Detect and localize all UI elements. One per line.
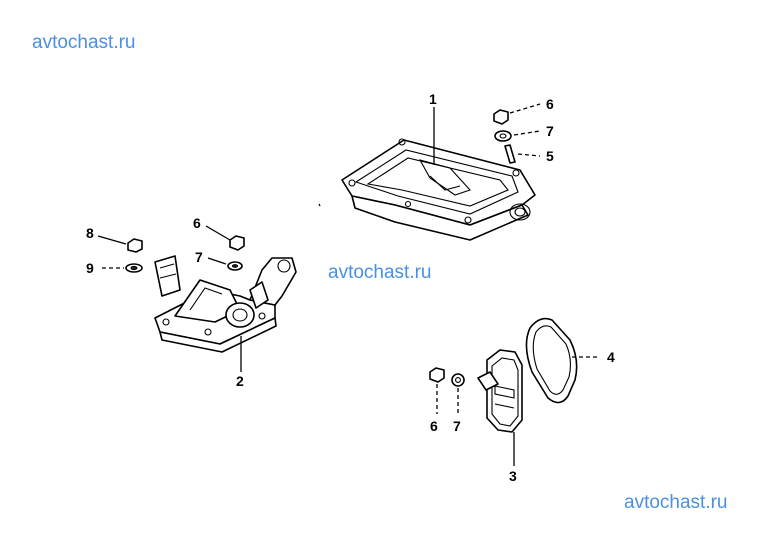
callout-7-middle: 7: [195, 249, 203, 265]
fastener-washer-7-middle: 7: [195, 249, 243, 271]
watermark-center: avtochast.ru: [328, 262, 432, 283]
callout-6-bottom: 6: [430, 418, 438, 434]
callout-7-top: 7: [546, 123, 554, 139]
fastener-washer-7-bottom: 7: [451, 373, 465, 434]
watermark-top-left: avtochast.ru: [32, 32, 136, 53]
part-1-cover: 1: [341, 91, 536, 241]
callout-9: 9: [86, 260, 94, 276]
callout-4: 4: [607, 349, 615, 365]
callout-5: 5: [546, 148, 554, 164]
part-2-bracket: 2: [154, 255, 297, 389]
callout-8: 8: [86, 225, 94, 241]
right-border: [756, 0, 773, 546]
callout-6-top: 6: [546, 96, 554, 112]
callout-7-bottom: 7: [453, 418, 461, 434]
fastener-nut-6-middle: 6: [193, 215, 245, 251]
fastener-washer-9: 9: [86, 260, 143, 276]
part-3-plate: 3: [477, 349, 523, 484]
callout-6-middle: 6: [193, 215, 201, 231]
callout-1: 1: [429, 91, 437, 107]
fastener-washer-7-top: 7: [494, 123, 554, 142]
stray-mark: [318, 203, 321, 207]
fastener-nut-6-top: 6: [493, 96, 554, 125]
fastener-stud-5: 5: [504, 144, 554, 164]
callout-3: 3: [509, 468, 517, 484]
part-4-gasket: 4: [525, 317, 615, 404]
watermark-bottom-right: avtochast.ru: [624, 492, 728, 513]
fastener-nut-8: 8: [86, 225, 143, 253]
fastener-nut-6-bottom: 6: [429, 367, 445, 434]
callout-2: 2: [236, 373, 244, 389]
